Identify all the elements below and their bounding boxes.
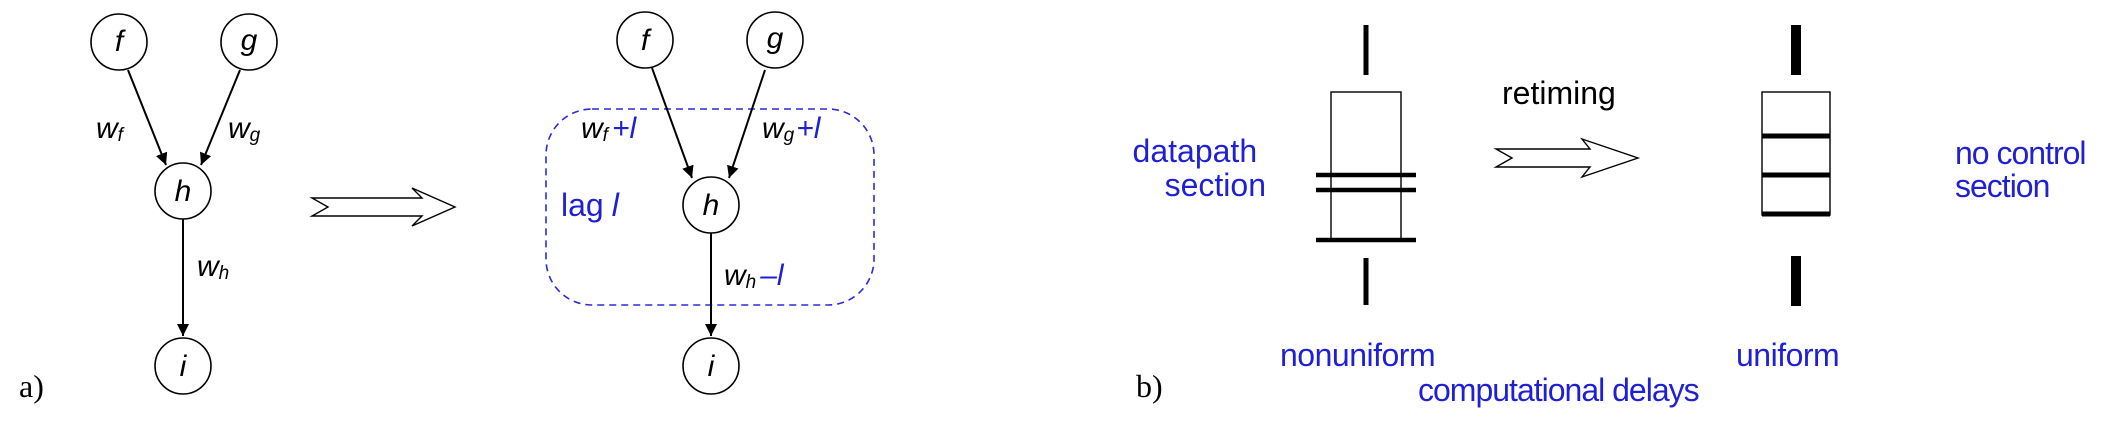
node-h-label: h — [175, 175, 192, 208]
retiming-arrow — [1493, 137, 1641, 179]
control-label: no control section — [1955, 135, 2093, 204]
transform-arrow-a — [309, 187, 457, 227]
panel-b-label: b) — [1136, 368, 1163, 404]
node-f-label: f — [115, 25, 126, 58]
node-h-retimed — [682, 176, 740, 234]
edge-f-h-retimed — [651, 67, 694, 179]
edge-g-h-retimed — [727, 69, 766, 179]
node-i-label: i — [180, 350, 188, 383]
edge-g-h — [200, 69, 241, 166]
node-i-retimed — [682, 337, 740, 395]
weight-wh: wh — [197, 250, 229, 284]
weight-wg-adjust: +l — [796, 112, 822, 145]
nonuniform-block — [1330, 91, 1402, 241]
uniform-block — [1761, 91, 1831, 216]
node-i — [154, 337, 212, 395]
weight-wh-retimed: wh–l — [724, 259, 785, 293]
weight-wg-retimed: wg+l — [762, 112, 822, 146]
datapath-label: datapath section — [1133, 133, 1266, 203]
weight-wh-adjust: –l — [759, 259, 785, 292]
node-g-retimed — [746, 11, 804, 69]
weight-wf-retimed: wf+l — [581, 112, 637, 146]
retiming-label: retiming — [1502, 75, 1616, 111]
weight-wf: wf — [96, 112, 125, 146]
node-g-label: g — [241, 24, 258, 57]
uniform-stage — [1761, 25, 1831, 306]
weight-wg: wg — [228, 112, 261, 146]
node-g-retimed-label: g — [767, 22, 784, 55]
panel-a-label: a) — [19, 368, 44, 404]
nonuniform-stage — [1316, 25, 1416, 305]
node-f-retimed-label: f — [641, 24, 652, 57]
computational-delays-caption: computational delays — [1418, 372, 1699, 408]
panel-a-before-graph: f g h i wf wg wh — [90, 13, 278, 395]
node-h — [154, 162, 212, 220]
node-f-retimed — [616, 11, 674, 69]
node-h-retimed-label: h — [703, 189, 720, 222]
uniform-caption: uniform — [1736, 337, 1839, 373]
edge-f-h — [127, 69, 168, 166]
node-f — [90, 13, 148, 71]
nonuniform-caption: nonuniform — [1280, 337, 1435, 373]
node-g — [220, 13, 278, 71]
weight-wf-adjust: +l — [612, 112, 638, 145]
node-i-retimed-label: i — [708, 350, 716, 383]
panel-b: datapath section retiming no control — [1133, 25, 2093, 408]
